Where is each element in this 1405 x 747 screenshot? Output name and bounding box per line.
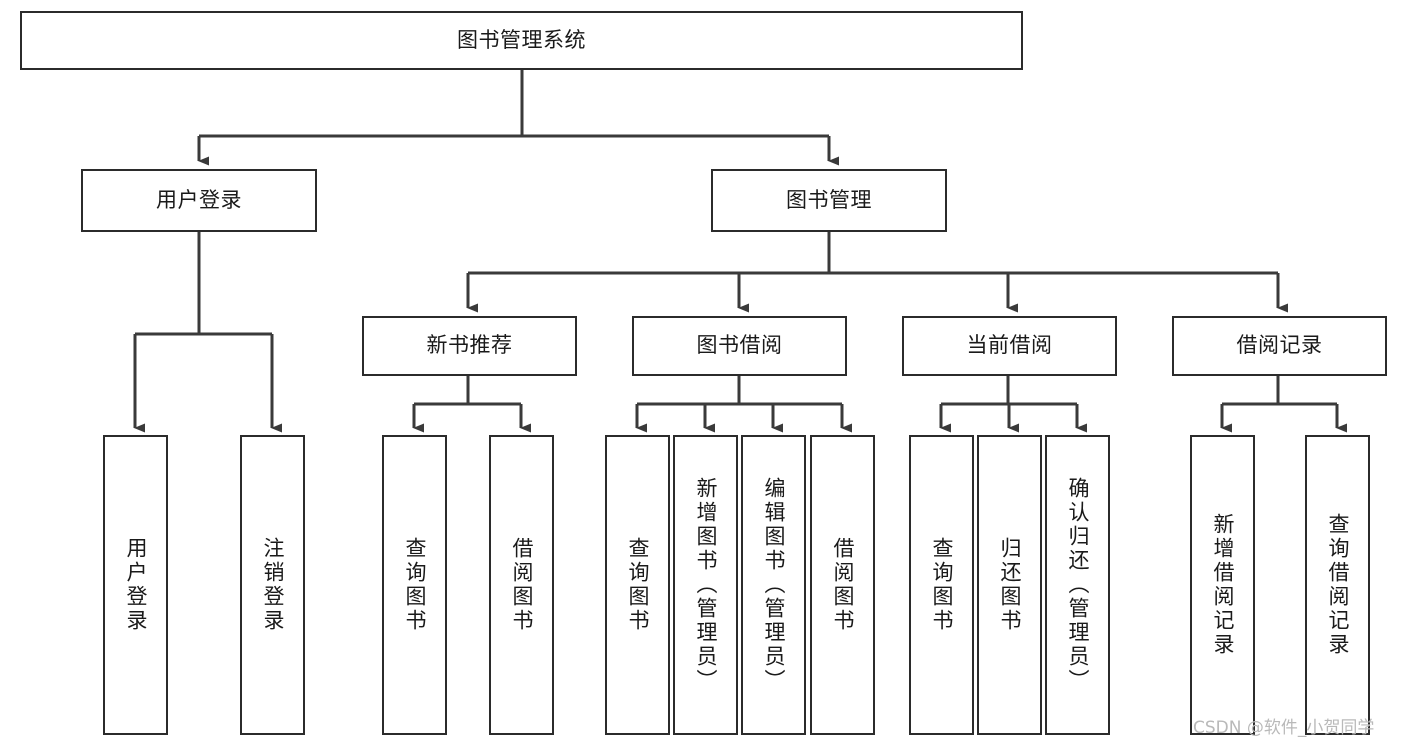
- node-label: 新增借阅记录: [1211, 513, 1235, 657]
- node-book-borrow[interactable]: 图书借阅: [632, 316, 847, 376]
- node-label: 新增图书（管理员）: [694, 477, 718, 693]
- node-new-book-recommend[interactable]: 新书推荐: [362, 316, 577, 376]
- node-root-book-management-system[interactable]: 图书管理系统: [20, 11, 1023, 70]
- node-user-login[interactable]: 用户登录: [81, 169, 317, 232]
- node-label: 用户登录: [156, 187, 242, 212]
- node-borrow-record[interactable]: 借阅记录: [1172, 316, 1387, 376]
- node-label: 确认归还（管理员）: [1066, 477, 1090, 693]
- node-label: 查询图书: [626, 537, 650, 633]
- node-label: 查询借阅记录: [1326, 513, 1350, 657]
- node-leaf-query-book-current[interactable]: 查询图书: [909, 435, 974, 735]
- node-leaf-edit-book-admin[interactable]: 编辑图书（管理员）: [741, 435, 806, 735]
- node-label: 图书管理系统: [457, 27, 586, 52]
- node-label: 借阅图书: [510, 537, 534, 633]
- node-leaf-borrow-book[interactable]: 借阅图书: [810, 435, 875, 735]
- node-leaf-confirm-return-admin[interactable]: 确认归还（管理员）: [1045, 435, 1110, 735]
- node-label: 图书借阅: [696, 333, 783, 358]
- node-label: 用户登录: [124, 537, 148, 633]
- node-label: 借阅图书: [831, 537, 855, 633]
- node-label: 图书管理: [786, 187, 872, 212]
- node-current-borrow[interactable]: 当前借阅: [902, 316, 1117, 376]
- node-label: 新书推荐: [426, 333, 513, 358]
- node-label: 查询图书: [930, 537, 954, 633]
- watermark: CSDN @软件_小贺同学: [1193, 718, 1375, 738]
- node-leaf-borrow-book-recommend[interactable]: 借阅图书: [489, 435, 554, 735]
- node-leaf-query-book[interactable]: 查询图书: [605, 435, 670, 735]
- node-label: 查询图书: [403, 537, 427, 633]
- node-label: 当前借阅: [966, 333, 1053, 358]
- node-book-management[interactable]: 图书管理: [711, 169, 947, 232]
- node-leaf-add-book-admin[interactable]: 新增图书（管理员）: [673, 435, 738, 735]
- node-leaf-query-borrow-record[interactable]: 查询借阅记录: [1305, 435, 1370, 735]
- node-leaf-user-login[interactable]: 用户登录: [103, 435, 168, 735]
- node-label: 编辑图书（管理员）: [762, 477, 786, 693]
- node-label: 借阅记录: [1236, 333, 1323, 358]
- node-leaf-return-book[interactable]: 归还图书: [977, 435, 1042, 735]
- node-label: 注销登录: [261, 537, 285, 633]
- node-leaf-logout[interactable]: 注销登录: [240, 435, 305, 735]
- node-leaf-add-borrow-record[interactable]: 新增借阅记录: [1190, 435, 1255, 735]
- node-leaf-query-book-recommend[interactable]: 查询图书: [382, 435, 447, 735]
- node-label: 归还图书: [998, 537, 1022, 633]
